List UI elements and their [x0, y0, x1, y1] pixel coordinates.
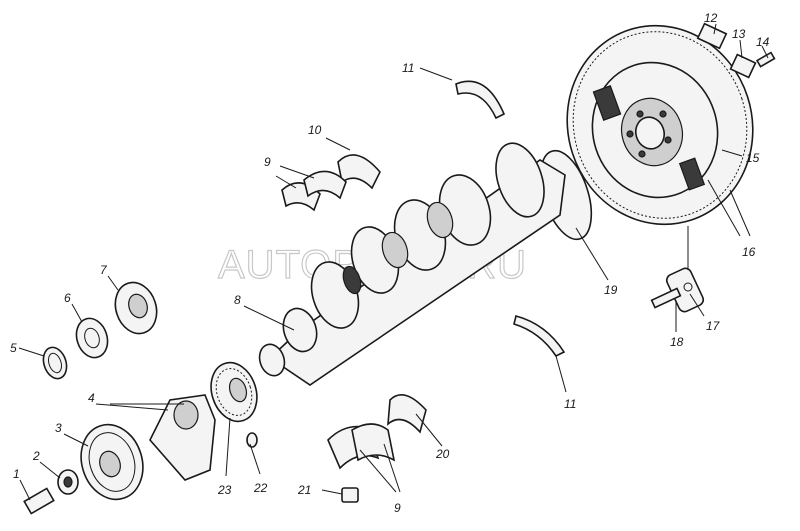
callout-6: 6	[64, 291, 71, 305]
callout-18: 18	[670, 335, 684, 349]
lock-washer	[75, 317, 109, 359]
crankshaft-gear	[210, 361, 258, 423]
callout-19: 19	[604, 283, 618, 297]
callout-21: 21	[297, 483, 311, 497]
callout-4: 4	[88, 391, 95, 405]
callout-16: 16	[742, 245, 756, 259]
crankshaft	[258, 142, 566, 386]
callout-9-upper: 9	[264, 155, 271, 169]
flywheel	[566, 24, 754, 226]
callout-5: 5	[10, 341, 17, 355]
callout-15: 15	[746, 151, 760, 165]
pulley-washer-hole	[63, 476, 73, 488]
callout-13: 13	[732, 27, 746, 41]
lock-washer-inner	[84, 327, 100, 349]
nut	[341, 487, 359, 503]
callout-1: 1	[13, 467, 20, 481]
leader-lines	[18, 23, 769, 501]
crankshaft-pulley	[80, 423, 144, 501]
thrust-half-ring-upper	[455, 80, 506, 120]
lock-plate	[650, 267, 705, 313]
callout-11-lower: 11	[564, 397, 576, 411]
callout-14: 14	[756, 35, 770, 49]
thrust-ring-inner	[48, 352, 62, 374]
callout-9-lower: 9	[394, 501, 401, 515]
main-bearing-shell-upper	[337, 154, 381, 190]
thrust-half-ring-lower	[513, 315, 566, 358]
callout-22: 22	[253, 481, 268, 495]
callout-12: 12	[704, 11, 718, 25]
callout-3: 3	[55, 421, 62, 435]
callout-7: 7	[100, 263, 108, 277]
callout-8: 8	[234, 293, 241, 307]
pulley-hub-bore	[173, 400, 199, 430]
pulley-bolt	[23, 487, 55, 515]
pulley-hub	[149, 394, 216, 481]
oil-deflector-bore	[128, 293, 148, 319]
bearing-shell	[387, 394, 427, 434]
callout-17: 17	[706, 319, 721, 333]
callout-23: 23	[217, 483, 232, 497]
callout-20: 20	[435, 447, 450, 461]
main-bearing-shell-upper-b	[303, 170, 347, 200]
thrust-ring	[42, 346, 68, 380]
callout-11-upper: 11	[402, 61, 414, 75]
crankshaft-key	[246, 432, 258, 448]
callout-2: 2	[32, 449, 40, 463]
flywheel-bolt-plate	[696, 22, 776, 79]
callout-10: 10	[308, 123, 322, 137]
